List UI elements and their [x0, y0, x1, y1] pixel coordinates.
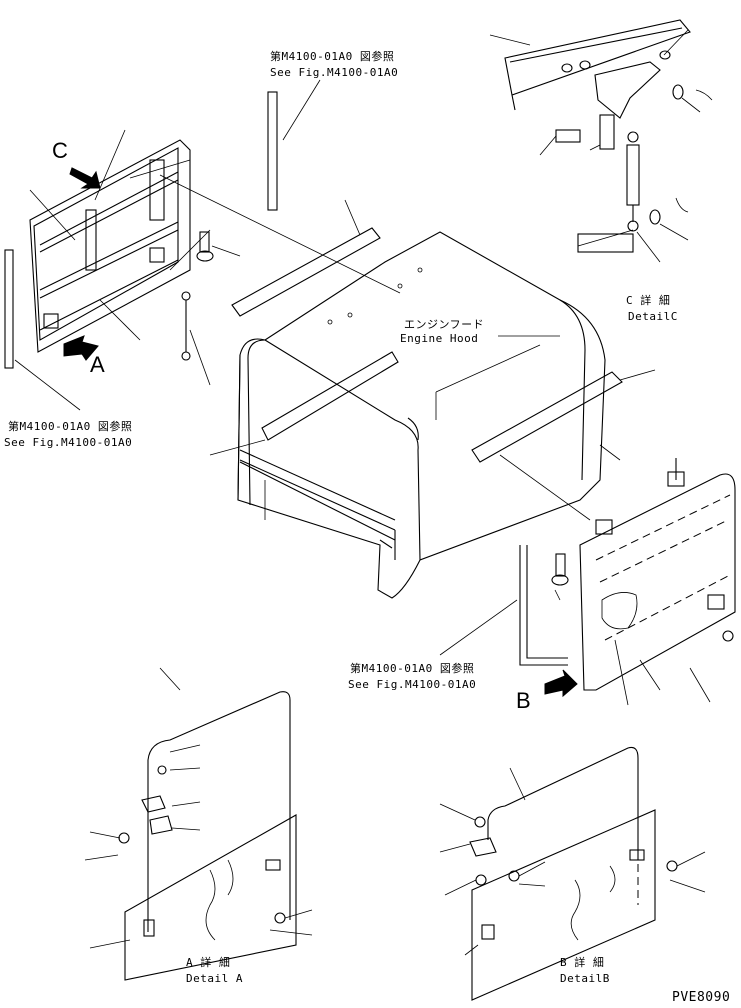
detail-a-label-jp: A 詳 細	[186, 956, 231, 969]
left-seal-strip	[4, 249, 81, 411]
view-letter-a: A	[90, 352, 105, 377]
view-letter-b: B	[516, 688, 531, 713]
reference-label-right-en: See Fig.M4100-01A0	[348, 678, 477, 691]
detail-b-label-en: DetailB	[560, 972, 610, 985]
reference-label-left-en: See Fig.M4100-01A0	[4, 436, 133, 449]
detail-b	[439, 746, 706, 1001]
detail-c-label-en: DetailC	[628, 310, 678, 323]
reference-label-right-jp: 第M4100-01A0 図参照	[350, 662, 475, 675]
engine-hood-label-en: Engine Hood	[400, 332, 479, 345]
drawing-code: PVE8090	[672, 990, 731, 1005]
detail-c-label-jp: C 詳 細	[626, 294, 671, 307]
left-bolt-and-stay	[181, 231, 241, 386]
engine-hood-body	[159, 174, 621, 599]
right-door-panel	[551, 458, 736, 706]
detail-a	[84, 667, 313, 981]
right-seal-frame	[439, 545, 568, 666]
reference-label-top-en: See Fig.M4100-01A0	[270, 66, 399, 79]
detail-b-label-jp: B 詳 細	[560, 956, 605, 969]
detail-a-label-en: Detail A	[186, 972, 243, 985]
view-letter-c: C	[52, 138, 68, 163]
detail-c	[489, 19, 713, 263]
reference-label-top-jp: 第M4100-01A0 図参照	[270, 50, 395, 63]
seal-bars	[209, 199, 656, 463]
reference-label-left-jp: 第M4100-01A0 図参照	[8, 420, 133, 433]
view-arrows	[63, 167, 578, 698]
engine-hood-label-jp: エンジンフード	[404, 318, 485, 331]
top-seal-strip	[267, 79, 321, 211]
